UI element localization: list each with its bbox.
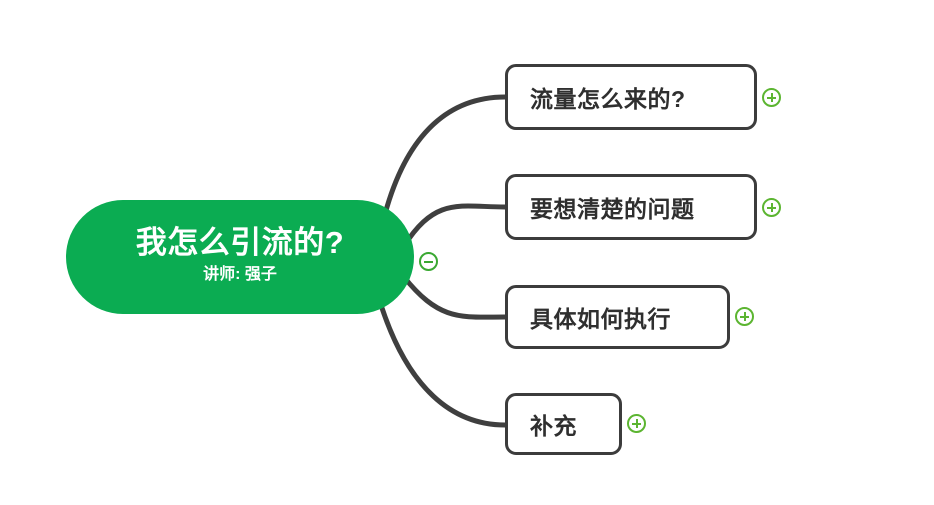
- child-node-4-label: 补充: [530, 413, 577, 439]
- connector-to-child-3: [401, 274, 508, 320]
- child-node-3[interactable]: 具体如何执行: [505, 285, 730, 349]
- connector-to-child-1: [382, 94, 508, 217]
- root-node-subtitle: 讲师: 强子: [203, 265, 277, 283]
- child-node-2-label: 要想清楚的问题: [530, 196, 695, 222]
- root-node-title: 我怎么引流的?: [135, 225, 345, 261]
- child-node-1-label: 流量怎么来的?: [530, 86, 686, 112]
- plus-circle-icon-1[interactable]: [762, 88, 781, 107]
- child-node-1[interactable]: 流量怎么来的?: [505, 64, 757, 130]
- root-node[interactable]: 我怎么引流的? 讲师: 强子: [66, 200, 414, 314]
- child-node-3-label: 具体如何执行: [530, 306, 671, 332]
- connector-to-child-2: [401, 203, 508, 249]
- plus-circle-icon-2[interactable]: [762, 198, 781, 217]
- plus-circle-icon-3[interactable]: [735, 307, 754, 326]
- plus-circle-icon-4[interactable]: [627, 414, 646, 433]
- child-node-4[interactable]: 补充: [505, 393, 622, 455]
- minus-circle-icon[interactable]: [419, 252, 438, 271]
- child-node-2[interactable]: 要想清楚的问题: [505, 174, 757, 240]
- connector-to-child-4: [378, 302, 508, 428]
